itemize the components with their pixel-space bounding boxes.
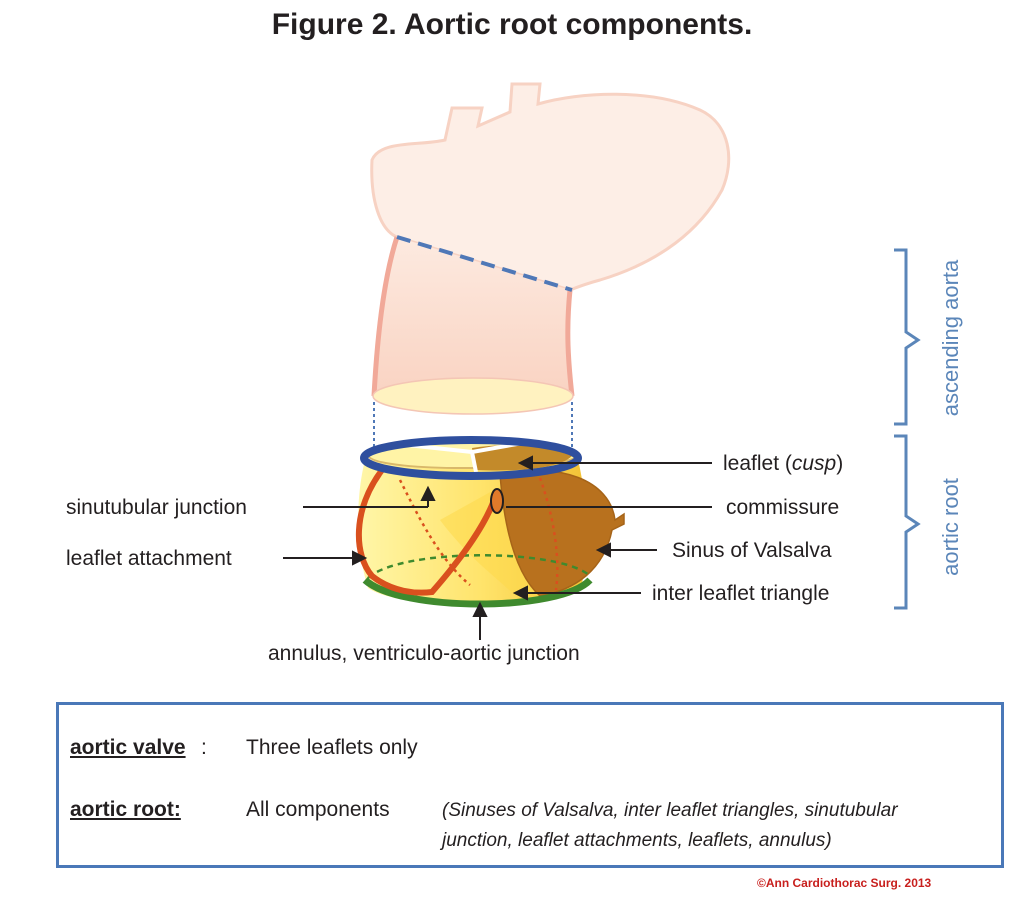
brace-ascending-aorta [894, 248, 921, 426]
sinus-of-valsalva [499, 469, 625, 597]
aortic-root-diagram: leaflet (cusp) sinutubular junction comm… [66, 82, 963, 665]
label-leaflet: leaflet (cusp) [723, 452, 843, 475]
cut-line [396, 235, 573, 292]
legend-valve-term: aortic valve [70, 736, 186, 760]
label-annulus: annulus, ventriculo-aortic junction [268, 642, 580, 665]
label-inter-leaflet-triangle: inter leaflet triangle [652, 582, 829, 605]
copyright-credit: ©Ann Cardiothorac Surg. 2013 [757, 876, 932, 890]
label-aortic-root-brace: aortic root [938, 478, 963, 576]
leaflet-attachment-dotted [398, 477, 559, 591]
label-sinus-of-valsalva: Sinus of Valsalva [672, 539, 832, 562]
label-arrows [283, 455, 712, 640]
legend-valve-colon: : [201, 736, 207, 759]
label-ascending-aorta: ascending aorta [938, 259, 963, 416]
label-leaflet-attachment: leaflet attachment [66, 547, 232, 570]
ascending-aorta-tube [374, 237, 572, 396]
legend-root-detail-2: junction, leaflet attachments, leaflets,… [442, 830, 832, 851]
leaflet-attachment-curve [355, 468, 500, 596]
figure-title: Figure 2. Aortic root components. [271, 8, 753, 41]
legend-box: aortic valve : Three leaflets only aorti… [56, 702, 1004, 868]
commissure-marker [490, 488, 504, 514]
annulus-dashed [367, 554, 591, 579]
aorta-wall-right [565, 289, 575, 397]
legend-valve-term-text: aortic valve [70, 736, 186, 759]
legend-root-detail-1: (Sinuses of Valsalva, inter leaflet tria… [442, 800, 898, 821]
aorta-wall-left [371, 236, 400, 397]
legend-valve-def: Three leaflets only [246, 736, 418, 759]
legend-root-term: aortic root: [70, 798, 181, 821]
leaflet-cusp-right [472, 445, 572, 471]
legend-root-def: All components [246, 798, 390, 821]
tube-bottom-ellipse [372, 377, 574, 415]
sinutubular-ring [360, 436, 582, 480]
brace-aortic-root [894, 434, 921, 610]
label-sinutubular-junction: sinutubular junction [66, 496, 247, 519]
label-commissure: commissure [726, 496, 839, 519]
